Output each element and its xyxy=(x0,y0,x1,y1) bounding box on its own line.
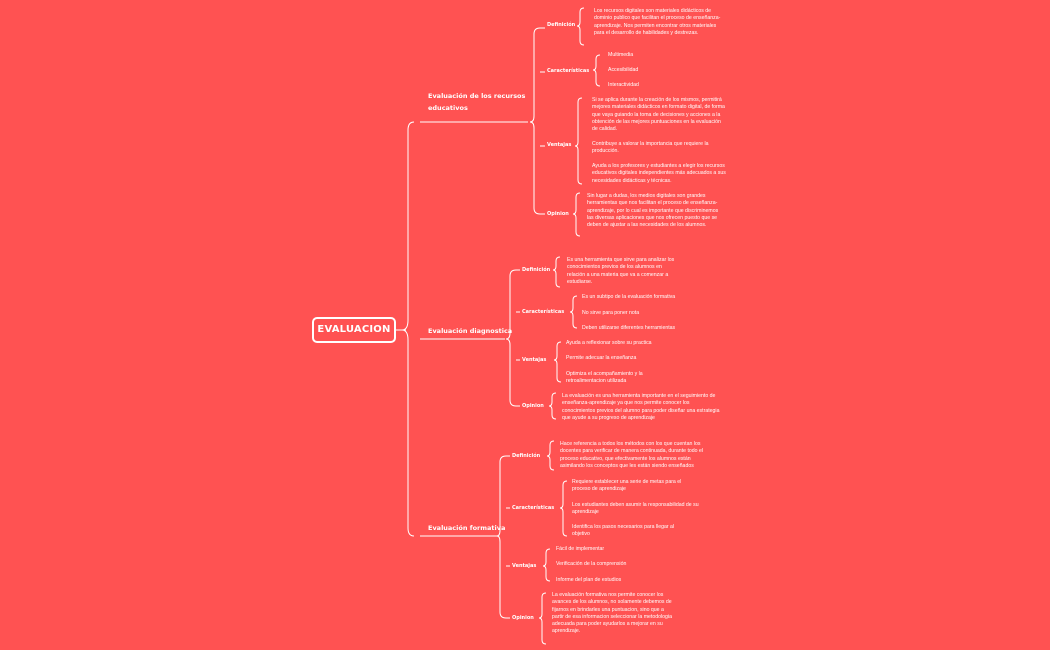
b3-ven-bracket xyxy=(542,548,551,582)
advantage-item: Permite adecuar la enseñanza xyxy=(566,355,637,361)
section-label-opinion[interactable]: Opinion xyxy=(547,211,569,217)
feature-item: Accesibilidad xyxy=(608,67,639,73)
b1-car-bracket xyxy=(592,54,601,87)
definition-text: Hace referencia a todos los métodos con … xyxy=(560,441,704,469)
b2-opi-bracket xyxy=(548,392,557,420)
advantage-item: Informe del plan de estudios xyxy=(556,577,622,583)
section-label-ventajas[interactable]: Ventajas xyxy=(547,142,572,148)
b2-ven-bracket xyxy=(553,341,562,383)
b1-def-bracket xyxy=(576,7,585,46)
feature-item: No sirve para poner nota xyxy=(582,310,640,316)
advantage-item: Fácil de implementar xyxy=(556,546,605,552)
advantage-item: Contribuye a valorar la importancia que … xyxy=(592,141,709,155)
advantage-item: Ayuda a reflexionar sobre su practica xyxy=(566,340,652,346)
branch2-bracket xyxy=(505,269,517,407)
section-label-definicion[interactable]: Definición xyxy=(547,22,576,28)
advantage-item: Si se aplica durante la creación de los … xyxy=(592,97,725,133)
section-label-ventajas[interactable]: Ventajas xyxy=(522,357,547,363)
section-label-definicion[interactable]: Definición xyxy=(512,453,541,459)
section-label-definicion[interactable]: Definición xyxy=(522,267,551,273)
b2-car-bracket xyxy=(569,295,578,329)
opinion-text: La evaluación formativa nos permite cono… xyxy=(552,592,672,635)
b1-opi-bracket xyxy=(572,192,581,237)
advantage-item: Ayuda a los profesores y estudiantes a e… xyxy=(592,163,726,184)
branch-title-recursos[interactable]: Evaluación de los recursos educativos xyxy=(428,92,526,112)
section-label-caracteristicas[interactable]: Características xyxy=(547,68,590,74)
feature-item: Interactividad xyxy=(608,82,639,88)
section-label-opinion[interactable]: Opinion xyxy=(512,615,534,621)
branch1-bracket xyxy=(529,27,541,215)
advantage-item: Verificación de la comprensión xyxy=(556,561,627,567)
root-bracket xyxy=(401,121,415,537)
definition-text: Es una herramienta que sirve para analiz… xyxy=(567,257,675,285)
b3-opi-bracket xyxy=(538,592,547,645)
section-label-opinion[interactable]: Opinion xyxy=(522,403,544,409)
advantage-item: Optimiza el acompañamiento y la retroali… xyxy=(566,371,643,385)
b2-def-bracket xyxy=(552,256,561,288)
opinion-text: La evaluación es una herramienta importa… xyxy=(562,393,720,421)
opinion-text: Sin lugar a dudas, los medios digitales … xyxy=(587,193,719,229)
feature-item: Los estudiantes deben asumir la responsa… xyxy=(572,502,699,516)
section-label-ventajas[interactable]: Ventajas xyxy=(512,563,537,569)
definition-text: Los recursos digitales son materiales di… xyxy=(594,8,721,36)
branch3-bracket xyxy=(496,455,507,619)
feature-item: Deben utilizarse diferentes herramientas xyxy=(582,325,676,331)
branch-title-diagnostica[interactable]: Evaluación diagnostica xyxy=(428,327,513,335)
feature-item: Multimedia xyxy=(608,52,634,58)
section-label-caracteristicas[interactable]: Características xyxy=(512,505,555,511)
feature-item: Requiere establecer una serie de metas p… xyxy=(572,479,682,493)
feature-item: Es un subtipo de la evaluación formativa xyxy=(582,294,676,300)
b1-ven-bracket xyxy=(574,97,583,185)
b3-car-bracket xyxy=(559,480,568,537)
feature-item: Identifica los pasos necesarios para lle… xyxy=(572,524,675,538)
root-node[interactable]: EVALUACION xyxy=(312,317,396,343)
b3-def-bracket xyxy=(546,440,555,471)
branch-title-formativa[interactable]: Evaluación formativa xyxy=(428,524,506,532)
section-label-caracteristicas[interactable]: Características xyxy=(522,309,565,315)
